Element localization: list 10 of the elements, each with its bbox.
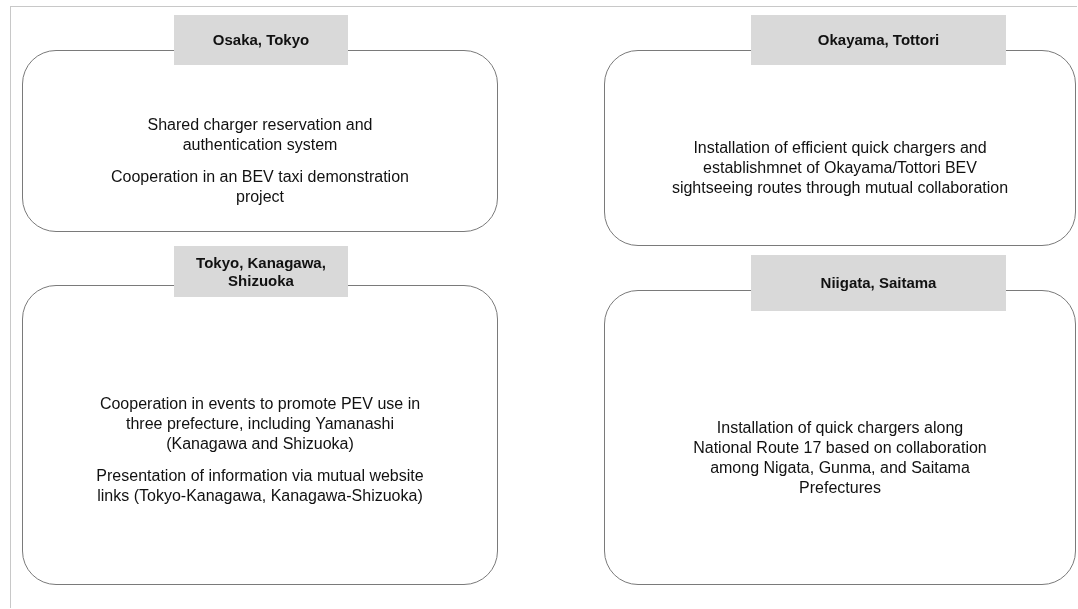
description-text: Cooperation in an BEV taxi demonstration project [110, 167, 410, 207]
heading-tab: Okayama, Tottori [751, 15, 1006, 65]
description-text: Installation of efficient quick chargers and establishmnet of Okayama/Tottori BEV sightseeing routes through mutual collaboration [670, 138, 1010, 198]
description-text: Cooperation in events to promote PEV use in three prefecture, including Yamanashi (Kanagawa and Shizuoka) [98, 394, 422, 454]
heading-tab: Tokyo, Kanagawa, Shizuoka [174, 246, 348, 297]
heading-tab: Niigata, Saitama [751, 255, 1006, 311]
heading-tab: Osaka, Tokyo [174, 15, 348, 65]
description-text: Presentation of information via mutual website links (Tokyo-Kanagawa, Kanagawa-Shizuoka) [95, 466, 425, 506]
description-text: Installation of quick chargers along National Route 17 based on collaboration among Nigata, Gunma, and Saitama Prefectures [692, 417, 988, 498]
description-text: Shared charger reservation and authentication system [146, 115, 374, 155]
